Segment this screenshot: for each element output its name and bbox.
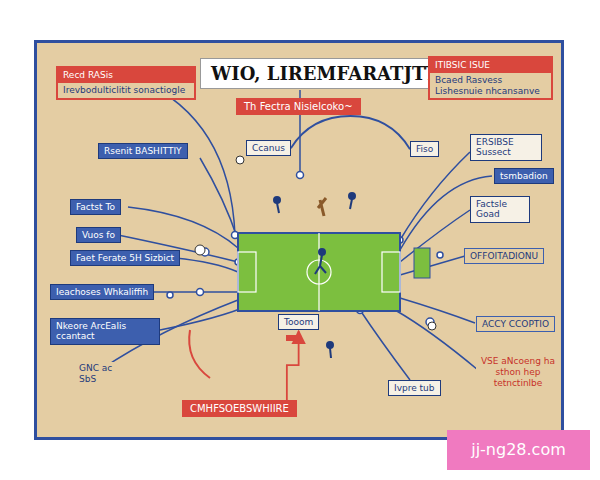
- node-text: Ivpre tub: [394, 383, 435, 393]
- connector: [287, 331, 299, 400]
- label-box: Factsle Goad: [470, 196, 530, 223]
- node-text: ERSIBSE Sussect: [476, 137, 536, 158]
- label-box: Tooom: [278, 314, 319, 330]
- node-text: Vuos fo: [82, 230, 115, 240]
- connector: [291, 116, 410, 149]
- node-text: Ccanus: [252, 143, 285, 153]
- label-box: Vuos fo: [76, 227, 121, 243]
- label-box: Fiso: [410, 141, 439, 157]
- label-box: ERSIBSE Sussect: [470, 134, 542, 161]
- node-text: Nkeore ArcEalis ccantact: [56, 321, 154, 342]
- note-box: Recd RASisIrevbodulticlitit sonactiogle: [56, 66, 196, 100]
- node-text: ITIBSIC ISUE: [430, 58, 551, 73]
- label-box: Nkeore ArcEalis ccantact: [50, 318, 160, 345]
- node-text: Ieachoses Whkaliffih: [56, 287, 148, 297]
- node-text: Rsenit BASHITTIY: [104, 146, 182, 156]
- node-text: tsmbadion: [500, 171, 548, 181]
- node-body: Bcaed Rasvess Lishesnuie nhcansanve: [430, 73, 551, 99]
- subtitle-band: Th Fectra Nisielcoko~: [236, 98, 361, 115]
- node-text: Factsle Goad: [476, 199, 524, 220]
- label-box: ACCY CCOPTIO: [476, 316, 555, 332]
- label-box: Ccanus: [246, 140, 291, 156]
- node-text: VSE aNcoeng ha sthon hep tetnctinlbe: [479, 356, 557, 388]
- node-text: Fiso: [416, 144, 433, 154]
- node-text: Recd RASis: [58, 68, 194, 83]
- node-text: OFFOITADIONU: [470, 251, 538, 261]
- node-text: ACCY CCOPTIO: [482, 319, 549, 329]
- title-banner: WIO, LIREMFARATJTT: [200, 58, 449, 89]
- node-text: Tooom: [284, 317, 313, 327]
- label-box: Faet Ferate 5H Sizbict: [70, 250, 180, 266]
- node-text: Factst To: [76, 202, 115, 212]
- note-text: VSE aNcoeng ha sthon hep tetnctinlbe: [476, 355, 560, 389]
- node-text: CMHFSOEBSWHIIRE: [190, 403, 289, 414]
- footer-band: CMHFSOEBSWHIIRE: [182, 400, 297, 417]
- label-box: Ieachoses Whkaliffih: [50, 284, 154, 300]
- watermark: jj-ng28.com: [447, 430, 590, 470]
- label-box: Rsenit BASHITTIY: [98, 143, 188, 159]
- node-text: Faet Ferate 5H Sizbict: [76, 253, 174, 263]
- label-box: OFFOITADIONU: [464, 248, 544, 264]
- node-text: Th Fectra Nisielcoko~: [244, 101, 353, 112]
- note-box: ITIBSIC ISUEBcaed Rasvess Lishesnuie nhc…: [428, 56, 553, 100]
- label-box: Factst To: [70, 199, 121, 215]
- label-box: tsmbadion: [494, 168, 554, 184]
- note-label: GNC ac SbS: [76, 362, 132, 386]
- node-body: Irevbodulticlitit sonactiogle: [58, 83, 194, 98]
- label-box: Ivpre tub: [388, 380, 441, 396]
